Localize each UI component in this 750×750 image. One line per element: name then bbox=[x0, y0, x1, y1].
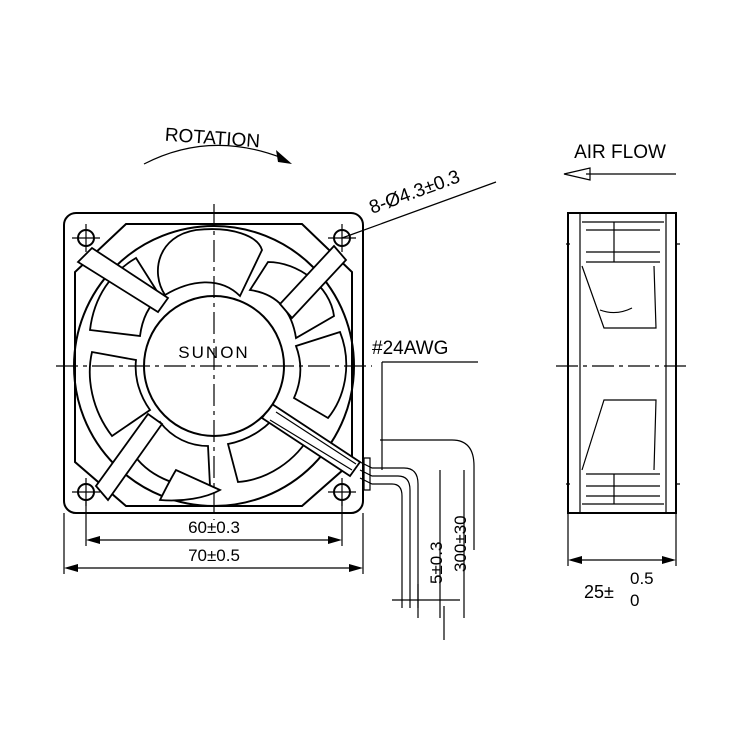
lead-dimensions: 5±0.3 300±30 bbox=[392, 470, 470, 640]
side-blade-upper bbox=[581, 265, 657, 329]
front-view: SUNON bbox=[56, 204, 372, 520]
wire-gauge-callout: #24AWG bbox=[372, 338, 478, 470]
rotation-arrowhead bbox=[276, 150, 292, 164]
dim-depth-upper-tolerance: 0.5 bbox=[630, 569, 654, 588]
width-dimensions: 60±0.3 70±0.5 bbox=[63, 500, 364, 574]
fan-blade bbox=[88, 350, 152, 438]
strut-top-right bbox=[278, 244, 348, 320]
fan-blade bbox=[89, 256, 162, 338]
dim-hole-pitch-label: 60±0.3 bbox=[188, 518, 240, 537]
hole-spec-label: 8-Ø4.3±0.3 bbox=[367, 166, 463, 218]
fan-struts bbox=[76, 244, 362, 502]
side-view: AIR FLOW 25± 0.5 0 bbox=[556, 142, 690, 610]
brand-label: SUNON bbox=[178, 343, 249, 362]
wire-gauge-label: #24AWG bbox=[372, 338, 448, 359]
strut-top-left bbox=[76, 246, 170, 314]
rotation-indicator: ROTATION bbox=[143, 125, 292, 165]
dim-depth-label: 25± bbox=[584, 582, 614, 602]
dim-depth-lower-tolerance: 0 bbox=[630, 591, 639, 610]
dim-width-label: 70±0.5 bbox=[188, 546, 240, 565]
air-flow-label: AIR FLOW bbox=[574, 142, 666, 163]
fan-blade bbox=[292, 330, 348, 420]
dim-strip-label: 5±0.3 bbox=[427, 542, 446, 584]
dim-lead-label: 300±30 bbox=[451, 515, 470, 572]
fan-blade bbox=[158, 468, 222, 502]
strut-bottom-left bbox=[94, 412, 164, 502]
hole-spec-callout: 8-Ø4.3±0.3 bbox=[341, 166, 497, 239]
lead-wires bbox=[359, 439, 475, 608]
fan-blade bbox=[157, 228, 263, 298]
rotation-label: ROTATION bbox=[164, 125, 261, 153]
fan-frame-inner bbox=[74, 223, 353, 507]
rotation-arrow bbox=[143, 144, 283, 165]
air-flow-arrow bbox=[563, 167, 676, 181]
side-frame-outer bbox=[567, 212, 677, 514]
side-blade-lower bbox=[581, 399, 657, 471]
